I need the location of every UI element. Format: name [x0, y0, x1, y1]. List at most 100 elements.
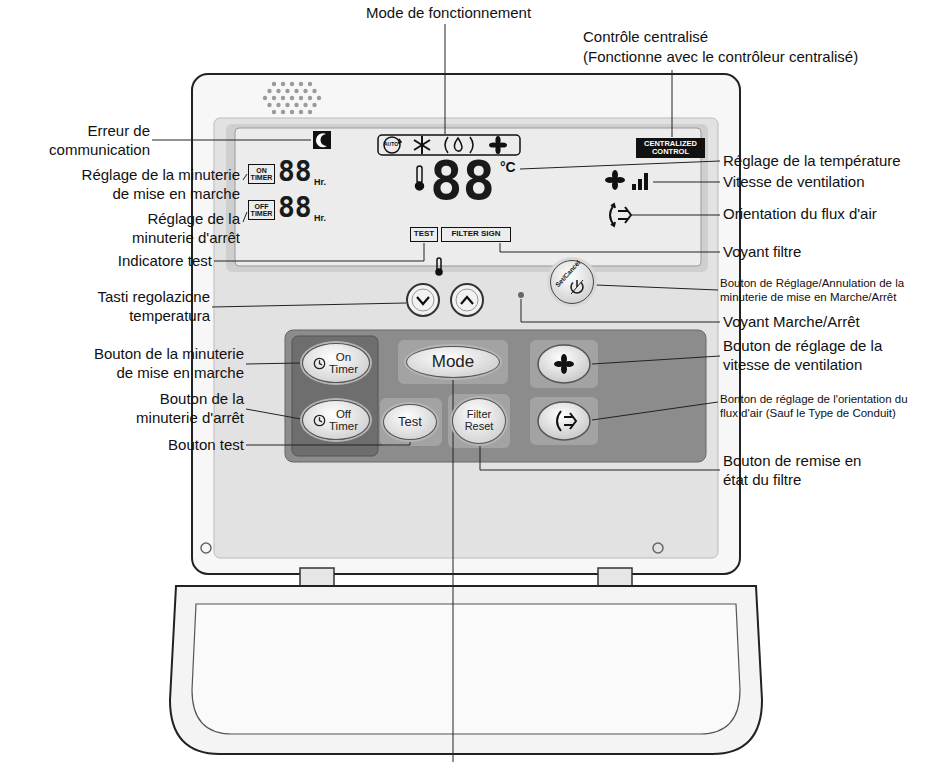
speaker-grille: [272, 82, 276, 86]
badge-label: ON TIMER: [249, 167, 274, 182]
button-panel: [292, 336, 378, 456]
flap: [192, 604, 740, 734]
airflow-button: [538, 402, 590, 440]
speaker-grille: [290, 110, 294, 114]
leader-lines: [212, 303, 406, 307]
lcd-indicator-badge: CENTRALIZED CONTROL: [636, 138, 705, 158]
leader-lines: [214, 243, 424, 261]
lcd-display: [226, 124, 708, 272]
mode-icons: [489, 136, 507, 154]
control-button: Off Timer: [302, 400, 370, 440]
flap: [170, 586, 762, 754]
callout-label: Vitesse de ventilation: [723, 173, 927, 192]
speaker-grille: [272, 110, 276, 114]
temperature-buttons: [412, 289, 434, 311]
clock-icon: [314, 358, 324, 368]
badge-label: TEST: [414, 230, 434, 238]
button-label: Filter Reset: [459, 409, 499, 432]
airflow-icon: [625, 207, 631, 223]
speaker-grille: [317, 96, 321, 100]
lcd-unit: AUTO: [384, 142, 398, 147]
callout-label: Contrôle centralisé: [583, 28, 708, 47]
temperature-buttons: [417, 297, 429, 304]
fan-button: [538, 345, 590, 383]
fan-speed-icon: [605, 170, 648, 190]
mode-icons: [398, 139, 401, 143]
speaker-grille: [281, 96, 285, 100]
callout-label: Voyant filtre: [723, 243, 927, 262]
temperature-buttons: [461, 297, 473, 304]
speaker-grille: [299, 110, 303, 114]
mode-icons: [414, 136, 430, 154]
fan-speed-icon: [605, 170, 625, 190]
lcd-indicator-badge: FILTER SIGN: [441, 227, 511, 242]
thermometer-icon: [417, 166, 422, 183]
airflow-button: [557, 411, 576, 431]
callout-label: Mode de fonctionnement: [366, 4, 531, 23]
lcd-unit: °C: [500, 160, 516, 174]
callout-label: Réglage de la minuterie d'arrêt: [115, 210, 240, 248]
control-button: On Timer: [302, 343, 370, 383]
screws: [201, 543, 211, 553]
screws: [653, 543, 663, 553]
callout-label: (Fonctionne avec le contrôleur centralis…: [583, 48, 858, 67]
leader-lines: [592, 402, 718, 420]
speaker-grille: [294, 103, 298, 107]
fan-button: [538, 345, 590, 383]
set-cancel-button: Set/Cancel: [550, 260, 594, 304]
leader-lines: [246, 441, 410, 445]
airflow-icon: [611, 222, 615, 226]
callout-label: Réglage de la minuterie de mise en march…: [75, 166, 240, 204]
fan-button: [554, 354, 574, 374]
airflow-button: [538, 402, 590, 440]
airflow-icon: [610, 204, 631, 226]
callout-label: Tasti regolazione temperatura: [80, 288, 210, 326]
temperature-buttons: [451, 284, 483, 316]
mode-icons: [414, 140, 430, 150]
callout-label: Voyant Marche/Arrêt: [723, 313, 927, 332]
clock-icon: [319, 417, 322, 422]
leader-lines: [480, 445, 720, 470]
lcd-digits: 88: [430, 154, 495, 208]
button-panel: [530, 397, 598, 445]
control-button: Test: [383, 404, 437, 440]
leader-lines: [500, 243, 720, 252]
airflow-icon: [610, 205, 614, 225]
speaker-grille: [308, 110, 312, 114]
fan-button: [564, 361, 574, 367]
lcd-display: [226, 124, 708, 272]
temperature-buttons: [456, 289, 478, 311]
speaker-grille: [267, 89, 271, 93]
mode-icons: [454, 138, 462, 151]
leader-lines: [672, 70, 673, 137]
leader-lines: [520, 161, 720, 169]
button-panel: [380, 398, 442, 446]
button-panel: [448, 394, 510, 448]
button-label: Off Timer: [328, 408, 360, 432]
housing: [192, 74, 740, 588]
speaker-grille: [308, 82, 312, 86]
speaker-grille: [263, 96, 267, 100]
callout-label: Bouton de la minuterie d'arrêt: [119, 390, 244, 428]
callout-label: Bonton de réglage de l'orientation du fl…: [720, 392, 926, 421]
badge-label: CENTRALIZED CONTROL: [638, 140, 703, 156]
clock-icon: [319, 360, 322, 365]
power-led: [518, 292, 524, 298]
power-icon: [567, 277, 587, 297]
mode-icons: [470, 137, 473, 153]
button-panel: [530, 340, 598, 388]
lcd-indicator-badge: ON TIMER: [248, 164, 275, 184]
button-panel: [285, 330, 706, 462]
callout-label: Bouton test: [168, 436, 244, 455]
speaker-grille: [303, 89, 307, 93]
button-label: Mode: [432, 353, 475, 371]
speaker-grille: [276, 103, 280, 107]
fan-speed-icon: [605, 177, 615, 183]
thermometer-icon: [437, 258, 441, 270]
housing: [214, 118, 718, 558]
leader-lines: [596, 285, 718, 290]
housing: [192, 74, 740, 574]
speaker-grille: [299, 82, 303, 86]
